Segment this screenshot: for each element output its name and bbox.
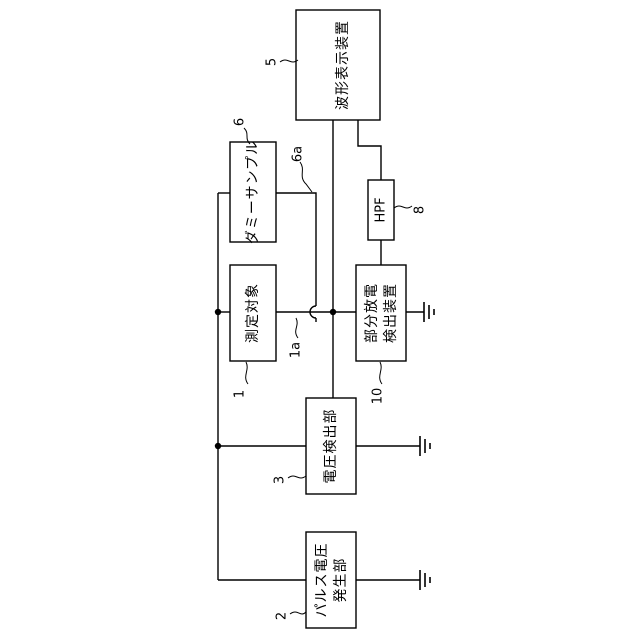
hpf-block: HPF — [368, 180, 394, 240]
ground-voltage — [356, 436, 430, 456]
ref-numeral-2: 2 — [275, 612, 290, 620]
ref-1a: 1a — [289, 318, 304, 358]
waveform-to-hpf-wire — [358, 120, 381, 180]
pulse-generator-label-line2: 発生部 — [333, 558, 349, 603]
measurement-target-label: 測定対象 — [245, 283, 261, 343]
ref-numeral-6: 6 — [233, 118, 248, 126]
ref-numeral-3: 3 — [273, 476, 288, 484]
voltage-detector-label: 電圧検出部 — [323, 409, 339, 484]
junction-dot-dummy — [215, 309, 221, 315]
ref-numeral-8: 8 — [413, 206, 428, 214]
measurement-target-block: 測定対象 — [230, 265, 276, 361]
ref-3: 3 — [273, 476, 307, 484]
junction-dot-voltage — [215, 443, 221, 449]
ref-numeral-10: 10 — [371, 388, 386, 405]
ground-pulse — [356, 570, 430, 590]
pulse-generator-block: パルス電圧 発生部 — [306, 532, 356, 628]
pd-detector-label-line1: 部分放電 — [364, 283, 380, 343]
ref-numeral-5: 5 — [265, 58, 280, 66]
pd-detector-label-line2: 検出装置 — [383, 283, 399, 343]
dummy-sample-label: ダミーサンプル — [245, 140, 261, 244]
ref-5: 5 — [265, 58, 299, 66]
ref-2: 2 — [275, 612, 307, 620]
ref-6: 6 — [233, 118, 251, 144]
dummy-lead-6a-wire — [276, 193, 316, 306]
waveform-display-label: 波形表示装置 — [335, 20, 351, 110]
ref-1: 1 — [233, 362, 249, 398]
pd-detector-block: 部分放電 検出装置 — [356, 265, 406, 361]
ref-6a: 6a — [291, 146, 313, 192]
ref-numeral-6a: 6a — [291, 146, 306, 162]
ref-10: 10 — [371, 362, 386, 404]
pulse-generator-label-line1: パルス電圧 — [314, 543, 330, 618]
dummy-sample-block: ダミーサンプル — [230, 140, 276, 244]
ref-8: 8 — [394, 206, 428, 214]
junction-dot-center — [330, 309, 336, 315]
ref-numeral-1a: 1a — [289, 342, 304, 358]
ground-pd — [406, 302, 434, 322]
voltage-detector-block: 電圧検出部 — [306, 398, 356, 494]
waveform-display-block: 波形表示装置 — [296, 10, 380, 120]
hpf-label: HPF — [374, 197, 389, 222]
ref-numeral-1: 1 — [233, 390, 248, 398]
